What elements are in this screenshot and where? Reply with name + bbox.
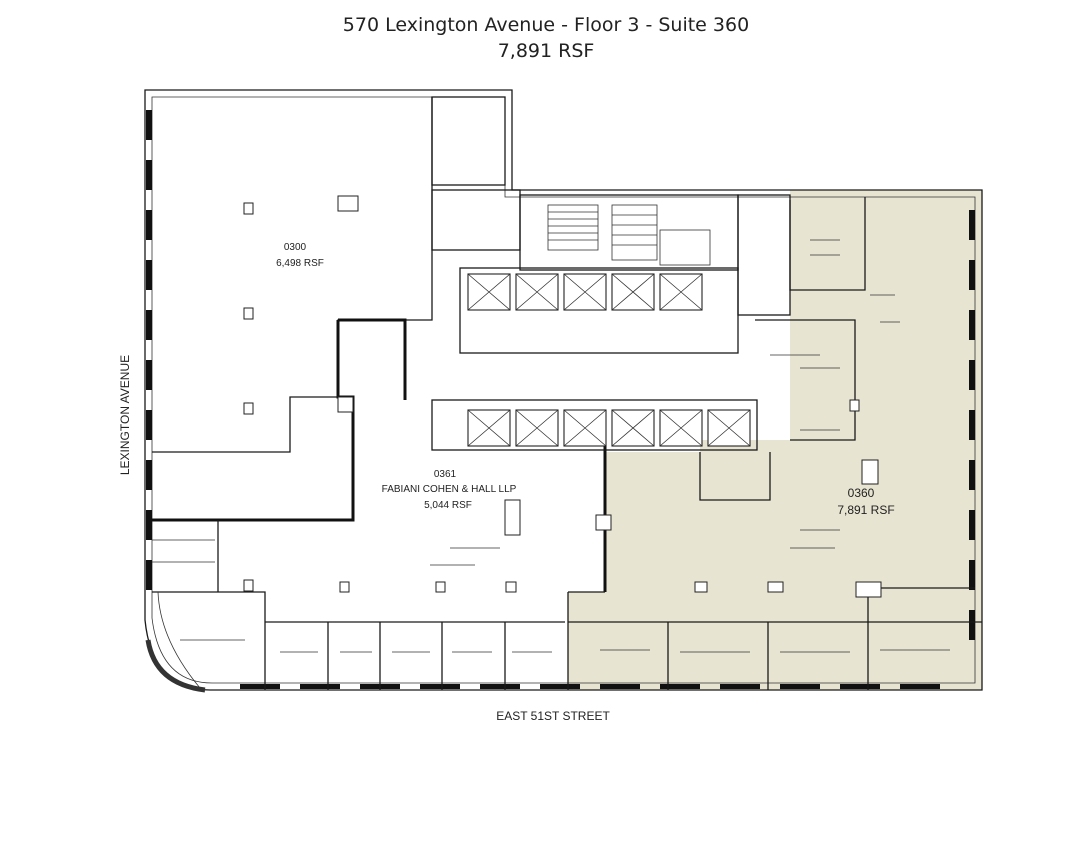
suite-0361-label[interactable]: 0361 FABIANI COHEN & HALL LLP 5,044 RSF <box>382 469 517 511</box>
offices-0360 <box>568 197 982 690</box>
restroom-core <box>431 189 521 251</box>
suite-0360-number: 0360 <box>848 486 875 500</box>
page-subtitle: 7,891 RSF <box>497 40 595 62</box>
street-west-label: LEXINGTON AVENUE <box>118 355 132 475</box>
suite-0300-area: 6,498 RSF <box>276 258 324 269</box>
columns <box>243 195 882 598</box>
suite-0361-number: 0361 <box>434 469 457 480</box>
stairs <box>547 204 711 266</box>
suite-0300-boundary <box>152 97 433 453</box>
offices-0361 <box>152 520 565 690</box>
stair-core <box>519 194 739 271</box>
suite-0361-boundary <box>152 318 407 522</box>
furniture-marks <box>180 239 950 653</box>
stair-north-west <box>431 96 506 186</box>
corner-glazing <box>145 639 206 693</box>
west-windows <box>146 110 152 590</box>
south-windows <box>240 684 940 689</box>
east-windows <box>969 210 975 640</box>
restroom-east <box>737 194 791 316</box>
street-south-label: EAST 51ST STREET <box>496 709 610 723</box>
suite-0360-area: 7,891 RSF <box>837 503 894 517</box>
elevators-south <box>467 409 751 447</box>
elevators-north <box>467 273 703 311</box>
suite-0300-number: 0300 <box>284 242 307 253</box>
elevator-bank-south <box>431 399 758 451</box>
page-title: 570 Lexington Avenue - Floor 3 - Suite 3… <box>342 14 750 36</box>
suite-0361-tenant: FABIANI COHEN & HALL LLP <box>382 484 517 495</box>
suite-0361-area: 5,044 RSF <box>424 500 472 511</box>
suite-0300-label[interactable]: 0300 6,498 RSF <box>276 242 324 269</box>
suite-0360-label[interactable]: 0360 7,891 RSF <box>837 486 894 517</box>
suite-0360-area[interactable] <box>568 190 982 690</box>
